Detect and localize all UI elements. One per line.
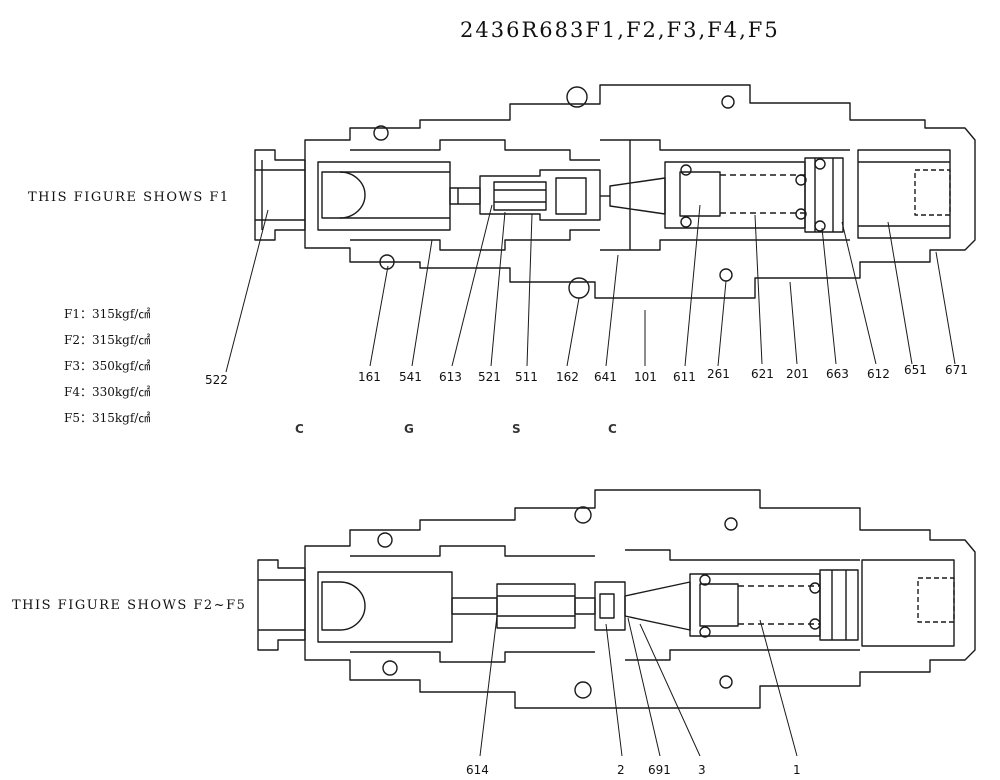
- callout-671: 671: [945, 363, 968, 377]
- callout-614: 614: [466, 763, 489, 777]
- callout-663: 663: [826, 367, 849, 381]
- callout-521: 521: [478, 370, 501, 384]
- callout-541: 541: [399, 370, 422, 384]
- pressure-f2: F2：315kgf/㎠: [64, 333, 151, 347]
- callout-641: 641: [594, 370, 617, 384]
- drawing-title: 2436R683F1,F2,F3,F4,F5: [460, 18, 780, 42]
- callout-621: 621: [751, 367, 774, 381]
- callout-611: 611: [673, 370, 696, 384]
- watermark-letter-c2: C: [608, 422, 617, 436]
- callout-511: 511: [515, 370, 538, 384]
- figure1-caption: THIS FIGURE SHOWS F1: [28, 190, 230, 205]
- watermark-letter-c1: C: [295, 422, 304, 436]
- callout-101: 101: [634, 370, 657, 384]
- watermark-logo: C G S C: [295, 422, 617, 436]
- watermark-letter-s: S: [512, 422, 521, 436]
- watermark-letter-g: G: [404, 422, 414, 436]
- callout-162: 162: [556, 370, 579, 384]
- pressure-f3: F3：350kgf/㎠: [64, 359, 151, 373]
- callout-1: 1: [793, 763, 801, 777]
- pressure-f5: F5：315kgf/㎠: [64, 411, 151, 425]
- callout-691: 691: [648, 763, 671, 777]
- figure2-caption: THIS FIGURE SHOWS F2~F5: [12, 598, 247, 613]
- callout-2: 2: [617, 763, 625, 777]
- callout-161: 161: [358, 370, 381, 384]
- pressure-f4: F4：330kgf/㎠: [64, 385, 151, 399]
- figure2-section-view: [257, 489, 976, 757]
- pressure-f1: F1：315kgf/㎠: [64, 307, 151, 321]
- callout-613: 613: [439, 370, 462, 384]
- callout-612: 612: [867, 367, 890, 381]
- figure2-callouts: 614 2 691 3 1: [466, 763, 801, 777]
- callout-201: 201: [786, 367, 809, 381]
- callout-261: 261: [707, 367, 730, 381]
- callout-3: 3: [698, 763, 706, 777]
- figure1-section-view: [225, 84, 976, 373]
- callout-522: 522: [205, 373, 228, 387]
- callout-651: 651: [904, 363, 927, 377]
- figure1-callouts: 522 161 541 613 521 511 162 641 101 611 …: [205, 363, 968, 387]
